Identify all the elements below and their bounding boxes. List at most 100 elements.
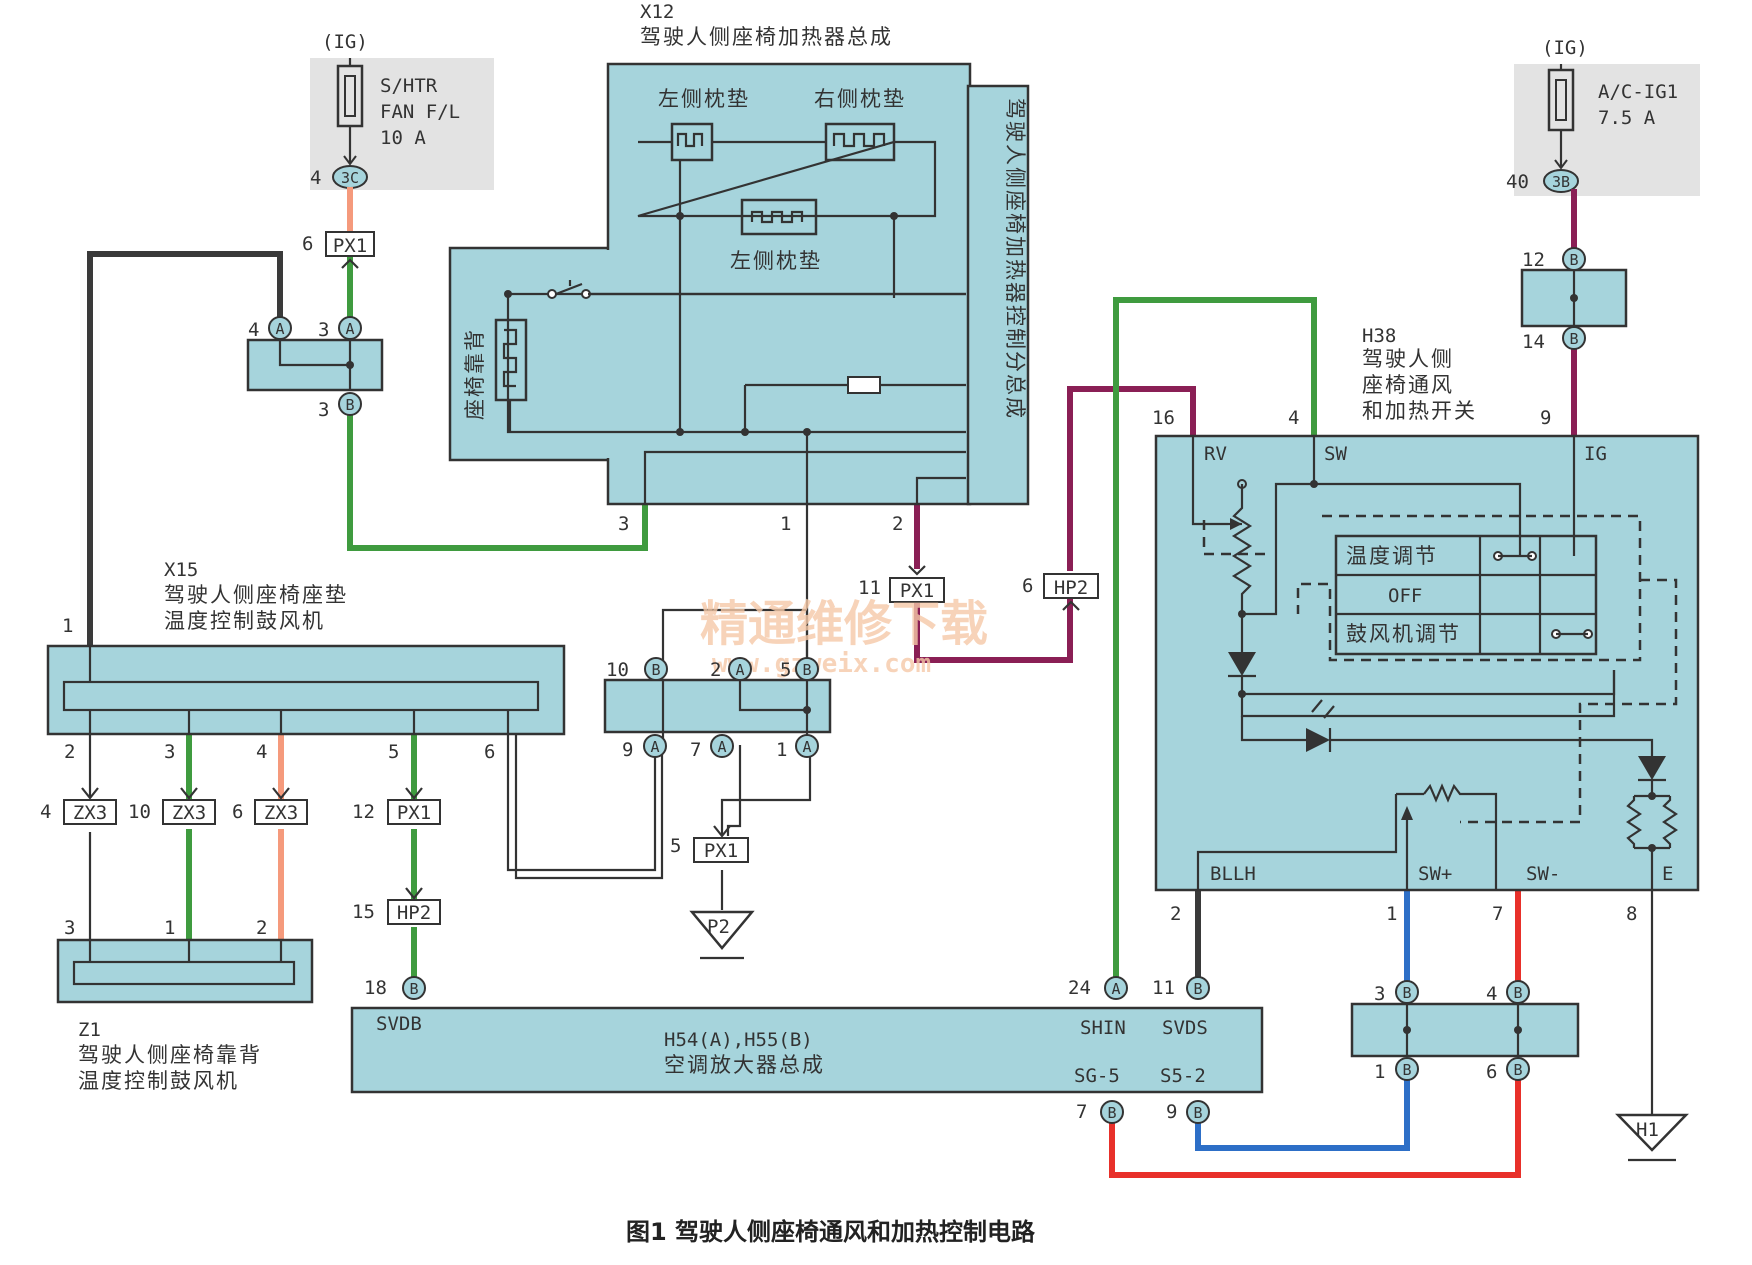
x12-controller: 驾驶人侧座椅加热器控制分总成 — [1003, 98, 1027, 420]
junction-r-conn12: B — [1569, 251, 1578, 269]
junction-r-conn14: B — [1569, 330, 1578, 348]
x12-pad-center: 左侧枕垫 — [730, 249, 822, 273]
connectors-x15-out: 4 ZX3 10 ZX3 6 ZX3 12 PX1 15 HP2 — [40, 787, 441, 925]
x15-pin-1: 1 — [62, 615, 73, 637]
px1-mid-pin: 11 — [858, 577, 881, 599]
ground-p2-label: P2 — [707, 916, 730, 938]
amp-pin-24: 24 — [1068, 977, 1091, 999]
amp-conn-7: B — [1107, 1104, 1116, 1122]
x12-name: 驾驶人侧座椅加热器总成 — [640, 25, 893, 49]
z1-pin-2: 2 — [256, 917, 267, 939]
amp-svds: SVDS — [1162, 1017, 1208, 1039]
ground-p2: P2 — [689, 910, 755, 960]
fuse-right-line2: 7.5 A — [1598, 107, 1656, 129]
connector-px1-low: 5 PX1 — [670, 825, 749, 863]
junction-a-conn4: A — [275, 320, 284, 338]
z1-name1: 驾驶人侧座椅靠背 — [78, 1043, 262, 1067]
x12-pin-3: 3 — [618, 513, 629, 535]
junction-a-pin3: 3 — [318, 319, 329, 341]
h38-off: OFF — [1388, 585, 1422, 607]
ac-amplifier-assembly: 18 B 24 A 11 B SVDB SHIN SVDS H54(A),H55… — [350, 976, 1264, 1124]
zx3b-pin: 10 — [128, 801, 151, 823]
junction-r-pin12: 12 — [1522, 249, 1545, 271]
h38-rv: RV — [1204, 443, 1227, 465]
junction-br-pin4: 4 — [1486, 983, 1497, 1005]
amp-s52: S5-2 — [1160, 1065, 1206, 1087]
zx3c-pin: 6 — [232, 801, 243, 823]
h38-sw: SW — [1324, 443, 1347, 465]
fuse-left-line1: S/HTR — [380, 75, 438, 97]
px1-low-pin: 5 — [670, 835, 681, 857]
wires — [87, 187, 1577, 1178]
connector-hp2-mid: 6 HP2 — [1022, 573, 1099, 611]
x12-id: X12 — [640, 1, 674, 23]
fuse-left-line3: 10 A — [380, 127, 426, 149]
h38-temp-adjust: 温度调节 — [1346, 544, 1438, 568]
amp-conn-24: A — [1111, 980, 1120, 998]
fuse-left-conn: 3C — [341, 169, 359, 187]
hp2-mid-pin: 6 — [1022, 575, 1033, 597]
fuse-left-line2: FAN F/L — [380, 101, 460, 123]
h38-ig: IG — [1584, 443, 1607, 465]
zx3c-name: ZX3 — [264, 802, 298, 824]
junction-b-pin10: 10 — [606, 659, 629, 681]
h38-pin-2: 2 — [1170, 903, 1181, 925]
px1-low-name: PX1 — [704, 840, 738, 862]
z1-id: Z1 — [78, 1019, 101, 1041]
x12-seat-back: 座椅靠背 — [463, 328, 487, 420]
junction-br-conn1: B — [1402, 1061, 1411, 1079]
thin-wires — [88, 505, 1654, 1115]
junction-br-pin3: 3 — [1374, 983, 1385, 1005]
x12-pin-2: 2 — [892, 513, 903, 535]
junction-b-pin7: 7 — [690, 739, 701, 761]
ground-h1: H1 — [1615, 1113, 1689, 1162]
fuse-right-line1: A/C-IG1 — [1598, 81, 1678, 103]
junction-b-pin2: 2 — [710, 659, 721, 681]
junction-a-pin4: 4 — [248, 319, 259, 341]
amp-name2: 空调放大器总成 — [664, 1053, 825, 1077]
junction-b: 10 B 2 A 5 B 9 A 7 A 1 A — [603, 657, 832, 761]
zx3a-pin: 4 — [40, 801, 51, 823]
z1-pin-3: 3 — [64, 917, 75, 939]
hp2-mid-name: HP2 — [1054, 577, 1088, 599]
junction-b-conn9: A — [650, 738, 659, 756]
fuse-right-conn: 3B — [1552, 173, 1570, 191]
junction-br-conn6: B — [1513, 1061, 1522, 1079]
h38-pin-8: 8 — [1626, 903, 1637, 925]
z1-name2: 温度控制鼓风机 — [78, 1069, 239, 1093]
hp2-15-pin: 15 — [352, 901, 375, 923]
x12-pad-right: 右侧枕垫 — [814, 87, 906, 111]
figure-caption: 图1 驾驶人侧座椅通风和加热控制电路 — [626, 1218, 1036, 1246]
h38-fan-adjust: 鼓风机调节 — [1346, 622, 1461, 646]
h38-swp: SW+ — [1418, 863, 1452, 885]
h38-pin-9: 9 — [1540, 407, 1551, 429]
h38-pin-16: 16 — [1152, 407, 1175, 429]
junction-r: 12 B 14 B — [1520, 247, 1628, 353]
junction-b-pin9: 9 — [622, 739, 633, 761]
fuse-box-left: (IG) S/HTR FAN F/L 10 A 4 3C — [310, 31, 494, 190]
junction-b-conn7: A — [717, 738, 726, 756]
x15-name1: 驾驶人侧座椅座垫 — [164, 583, 348, 607]
x12-pad-left: 左侧枕垫 — [658, 87, 750, 111]
junction-br-conn3: B — [1402, 984, 1411, 1002]
amp-pin-11: 11 — [1152, 977, 1175, 999]
junction-b-conn5: B — [802, 661, 811, 679]
px1-mid-name: PX1 — [900, 580, 934, 602]
watermark-cn: 精通维修下载 — [700, 596, 988, 652]
fuse-box-right: (IG) A/C-IG1 7.5 A 40 3B — [1506, 37, 1700, 196]
fuse-right-ig-label: (IG) — [1542, 37, 1588, 59]
h38-seat-switch: H38 驾驶人侧 座椅通风 和加热开关 16 4 9 RV SW IG BLLH… — [1152, 325, 1700, 892]
zx3b-name: ZX3 — [172, 802, 206, 824]
fuse-left-ig-label: (IG) — [322, 31, 368, 53]
px1-12-pin: 12 — [352, 801, 375, 823]
amp-pin-18: 18 — [364, 977, 387, 999]
amp-pin-9: 9 — [1166, 1101, 1177, 1123]
junction-br-pin1: 1 — [1374, 1061, 1385, 1083]
amp-conn-9: B — [1193, 1104, 1202, 1122]
x12-heater-assembly: X12 驾驶人侧座椅加热器总成 左侧枕垫 右侧枕垫 左侧枕垫 座椅靠背 驾驶人侧… — [448, 1, 1030, 535]
junction-b-pin1: 1 — [776, 739, 787, 761]
junction-b-conn1: A — [802, 738, 811, 756]
junction-b-conn2: A — [735, 661, 744, 679]
x15-id: X15 — [164, 559, 198, 581]
